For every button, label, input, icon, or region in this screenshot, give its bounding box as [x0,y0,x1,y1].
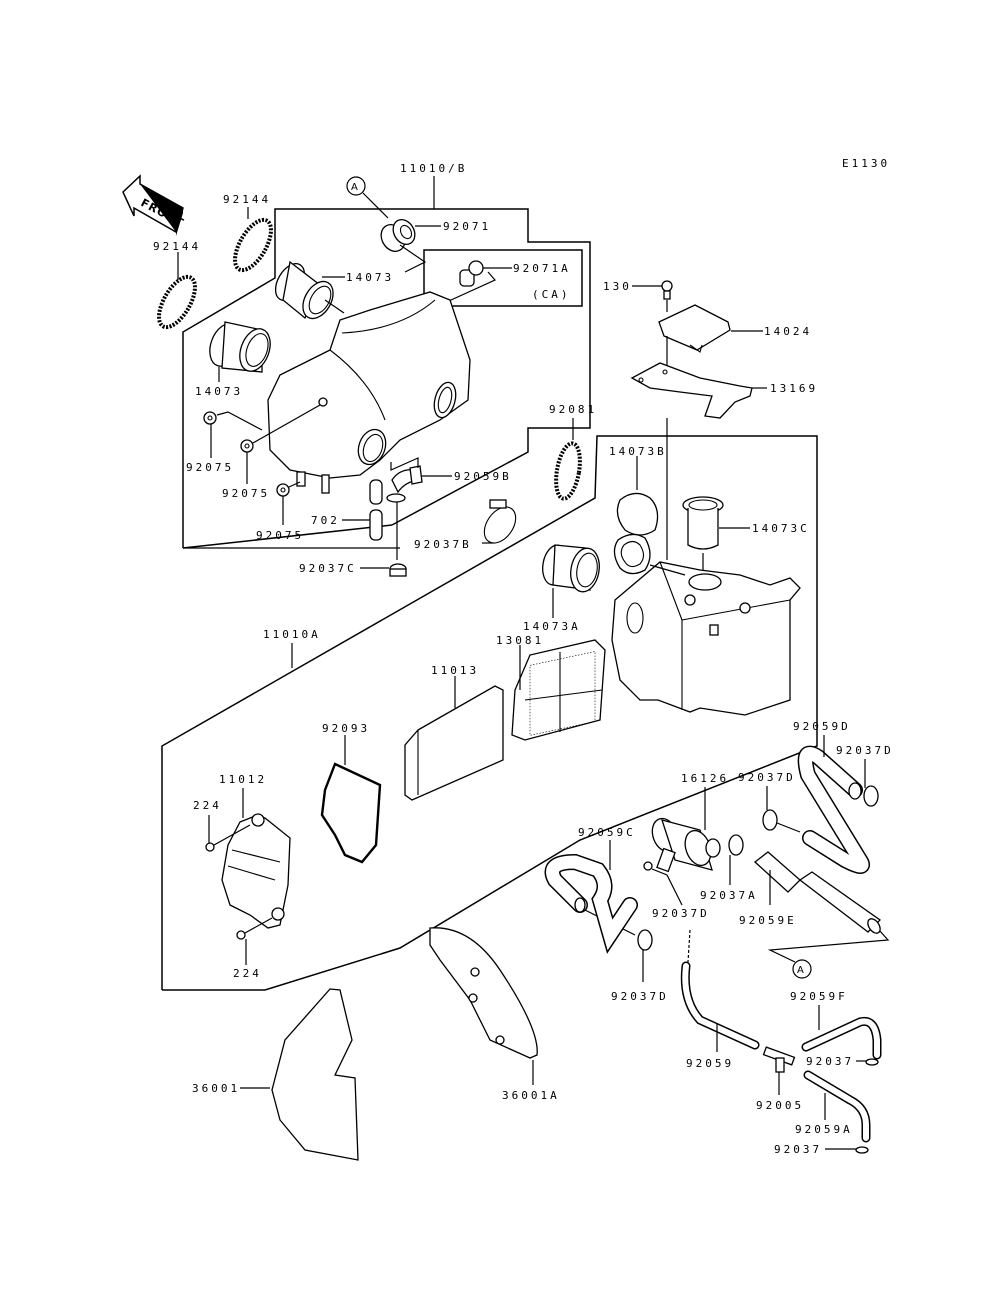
part-plug-702 [342,479,383,541]
label-13169[interactable]: 13169 [770,382,818,395]
part-funnel-14073c [682,496,750,585]
label-92037d-valve[interactable]: 92037D [652,907,710,920]
part-bracket-13169 [630,362,767,560]
part-clamp-92144-upper [233,207,273,273]
label-92037d-top-right[interactable]: 92037D [836,744,894,757]
label-16126[interactable]: 16126 [681,772,729,785]
label-11012[interactable]: 11012 [219,773,267,786]
label-92059c[interactable]: 92059C [578,826,636,839]
part-elbow-92071a [439,260,512,306]
part-screw-224-upper [205,815,251,852]
assembly-box-11010a [161,435,818,991]
part-nut-92075-b [240,404,321,484]
label-92037b[interactable]: 92037B [414,538,472,551]
label-14073-upper[interactable]: 14073 [346,271,394,284]
part-screen-13081 [511,639,606,741]
label-92059a[interactable]: 92059A [795,1123,853,1136]
part-cover-36001a [429,927,538,1085]
label-92144-lower[interactable]: 92144 [153,240,201,253]
part-cover-36001 [240,988,359,1161]
label-ca-note: (CA) [532,288,571,301]
label-92059[interactable]: 92059 [686,1057,734,1070]
part-hose-92059a [803,1070,871,1143]
label-224-upper[interactable]: 224 [193,799,222,812]
part-clamp-92144-lower [157,252,197,330]
part-nut-92075-c [276,481,301,525]
label-92059f[interactable]: 92059F [790,990,848,1003]
label-92071[interactable]: 92071 [443,220,491,233]
label-14073b[interactable]: 14073B [609,445,667,458]
label-11013[interactable]: 11013 [431,664,479,677]
part-clamp-92037d-mid [762,786,801,833]
label-92059e[interactable]: 92059E [739,914,797,927]
part-hose-92059c [544,840,638,954]
part-gasket-92093 [320,735,382,864]
label-92059b[interactable]: 92059B [454,470,512,483]
part-clamp-92037d-top-right [863,759,879,807]
part-filter-11013 [404,676,504,801]
part-plate-14024 [658,304,763,380]
label-92037c[interactable]: 92037C [299,562,357,575]
label-92037-upper[interactable]: 92037 [806,1055,854,1068]
label-92075-c[interactable]: 92075 [256,529,304,542]
ca-subbox [423,249,583,307]
part-clamp-92037d-valve [643,861,683,906]
label-92081[interactable]: 92081 [549,403,597,416]
label-92037d-lower[interactable]: 92037D [611,990,669,1003]
part-airbox-lower-housing [611,561,801,716]
part-hose-92059d [797,735,870,874]
part-hose-92059f [801,1005,882,1060]
label-92037-lower[interactable]: 92037 [774,1143,822,1156]
diagram-code: E1130 [842,157,890,170]
label-36001a[interactable]: 36001A [502,1089,560,1102]
part-airbox-upper-housing [267,291,471,494]
ref-marker-a-top: A [346,176,389,219]
part-duct-14073-upper [274,260,345,320]
label-92075-b[interactable]: 92075 [222,487,270,500]
part-clip-92037-upper [856,1058,879,1066]
label-14073a[interactable]: 14073A [523,620,581,633]
label-13081[interactable]: 13081 [496,634,544,647]
label-92075-a[interactable]: 92075 [186,461,234,474]
part-screw-224-lower [236,917,273,965]
label-11010a[interactable]: 11010A [263,628,321,641]
label-14073-lower[interactable]: 14073 [195,385,243,398]
label-92071a[interactable]: 92071A [513,262,571,275]
label-14024[interactable]: 14024 [764,325,812,338]
label-11010b[interactable]: 11010/B [400,162,467,175]
part-clip-92037-lower [825,1146,869,1154]
part-nut-92075-a [203,411,263,458]
label-92059d[interactable]: 92059D [793,720,851,733]
part-clamp-92037c [360,563,407,577]
part-gasket-14073b [613,456,659,575]
svg-text:A: A [351,182,358,193]
label-130[interactable]: 130 [603,280,632,293]
label-224-lower[interactable]: 224 [233,967,262,980]
assembly-box-11010b [182,176,591,549]
label-92005[interactable]: 92005 [756,1099,804,1112]
part-hose-92059 [680,929,760,1052]
part-clamp-92037b [482,499,517,544]
svg-text:A: A [797,965,804,976]
part-pipe-92059e [753,851,882,934]
label-92093[interactable]: 92093 [322,722,370,735]
part-valve-16126 [651,787,721,873]
label-702[interactable]: 702 [311,514,340,527]
part-grommet-92071 [380,219,441,273]
part-hose-92059b [386,457,452,560]
part-cover-11012 [221,788,291,929]
part-bolt-130 [632,280,673,312]
part-joint-92005 [762,1046,796,1095]
label-92037d-mid[interactable]: 92037D [738,771,796,784]
label-14073c[interactable]: 14073C [752,522,810,535]
front-arrow-icon: FRONT [122,174,186,236]
label-92144-upper[interactable]: 92144 [223,193,271,206]
part-duct-14073a [542,544,600,618]
label-92037a[interactable]: 92037A [700,889,758,902]
part-clamp-92081 [554,418,582,501]
part-clamp-92037a [728,834,744,885]
part-duct-14073-lower [209,321,271,382]
label-36001[interactable]: 36001 [192,1082,240,1095]
